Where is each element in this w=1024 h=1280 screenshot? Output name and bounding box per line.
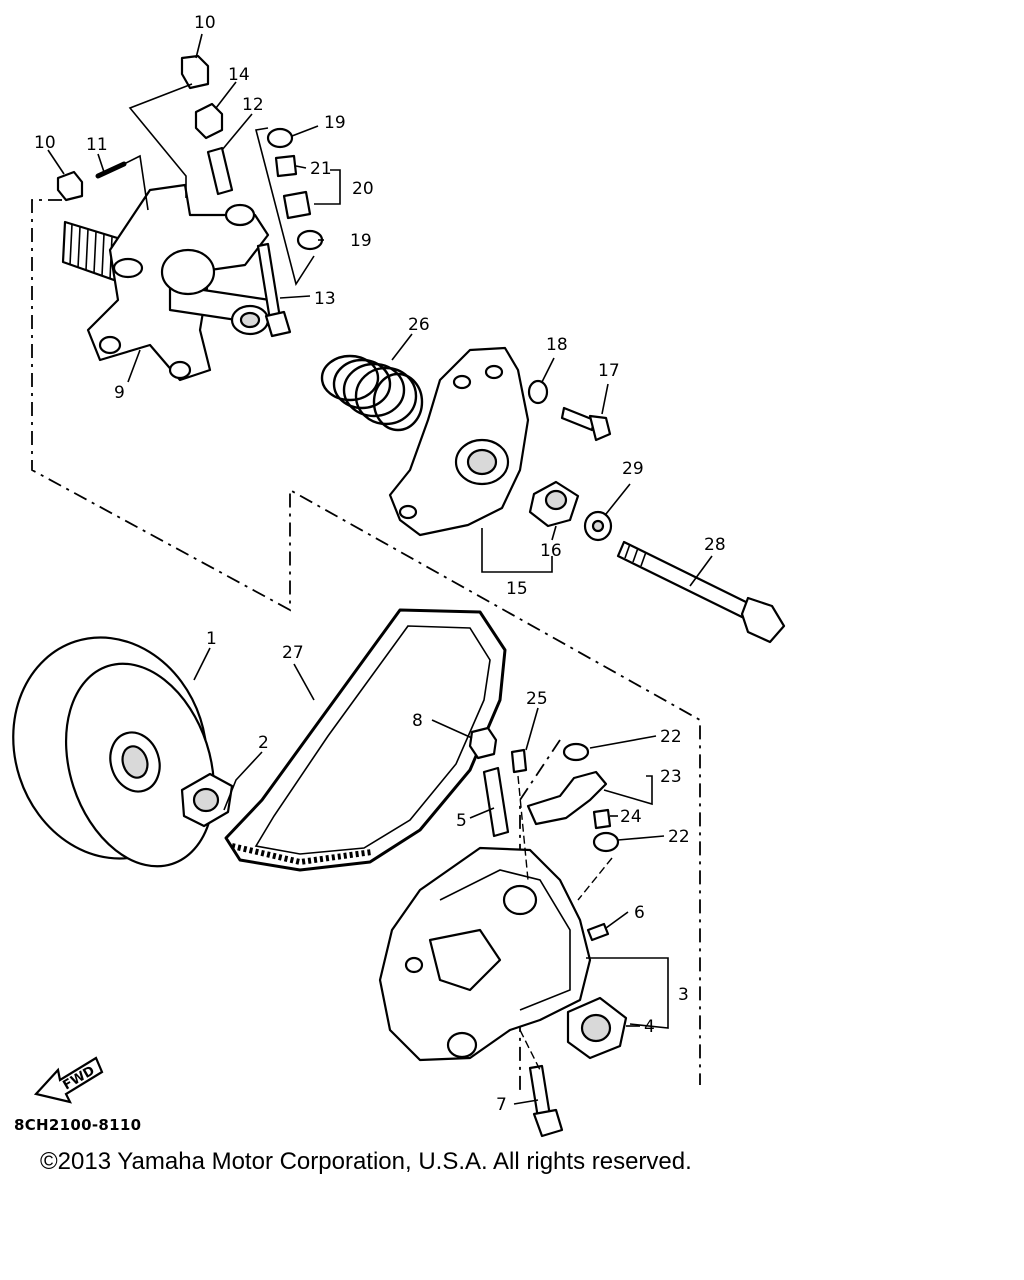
axis-line-6-to-housing xyxy=(577,857,613,901)
screw-part-6 xyxy=(586,922,610,942)
weight-shoe-part-10-left xyxy=(56,170,84,202)
callout-27: 27 xyxy=(282,643,304,663)
callout-20: 20 xyxy=(352,179,374,199)
washer-part-22-bottom xyxy=(592,831,620,853)
callout-21: 21 xyxy=(310,159,332,179)
callout-25: 25 xyxy=(526,689,548,709)
callout-10-top: 10 xyxy=(194,13,216,33)
leader-lines xyxy=(47,33,713,1105)
callout-10-left: 10 xyxy=(34,133,56,153)
bolt-part-28 xyxy=(616,540,786,644)
arm-part-23 xyxy=(526,770,608,826)
bolt-part-17 xyxy=(560,406,612,442)
callout-11: 11 xyxy=(86,135,108,155)
diagram-code: 8CH2100-8110 xyxy=(14,1116,142,1134)
callout-8: 8 xyxy=(412,711,423,731)
pin-part-11 xyxy=(95,161,127,179)
callout-3: 3 xyxy=(678,985,689,1005)
seal-part-4 xyxy=(566,996,628,1060)
callout-1: 1 xyxy=(206,629,217,649)
axis-line-7-to-housing xyxy=(519,1029,541,1071)
callout-5: 5 xyxy=(456,811,467,831)
callout-18: 18 xyxy=(546,335,568,355)
bushing-part-16 xyxy=(528,480,580,528)
callout-17: 17 xyxy=(598,361,620,381)
pin-part-12 xyxy=(206,146,234,196)
bolt-part-13 xyxy=(256,242,292,338)
pin-part-25 xyxy=(510,748,528,774)
bushing-part-21 xyxy=(274,154,298,178)
roller-part-20 xyxy=(282,190,312,220)
copyright-notice: ©2013 Yamaha Motor Corporation, U.S.A. A… xyxy=(40,1148,692,1175)
callout-19-top: 19 xyxy=(324,113,346,133)
callout-12: 12 xyxy=(242,95,264,115)
callout-2: 2 xyxy=(258,733,269,753)
callout-13: 13 xyxy=(314,289,336,309)
collar-part-2 xyxy=(180,772,234,828)
callout-7: 7 xyxy=(496,1095,507,1115)
washer-part-29 xyxy=(583,510,613,542)
spring-part-26 xyxy=(320,354,424,432)
callout-29: 29 xyxy=(622,459,644,479)
callout-22-bottom: 22 xyxy=(668,827,690,847)
callout-6: 6 xyxy=(634,903,645,923)
nut-part-14 xyxy=(194,102,224,140)
callout-28: 28 xyxy=(704,535,726,555)
callout-22-top: 22 xyxy=(660,727,682,747)
roller-part-24 xyxy=(592,808,612,830)
callout-9: 9 xyxy=(114,383,125,403)
axis-line-25-to-housing xyxy=(517,775,529,881)
callout-14: 14 xyxy=(228,65,250,85)
washer-part-18 xyxy=(527,379,549,405)
weight-shoe-part-10-top xyxy=(180,54,210,90)
fixed-sheave-hub xyxy=(61,183,272,382)
forward-arrow-icon: FWD xyxy=(33,1056,104,1104)
nut-part-8 xyxy=(468,726,498,760)
callout-24: 24 xyxy=(620,807,642,827)
callout-15: 15 xyxy=(506,579,528,599)
callout-23: 23 xyxy=(660,767,682,787)
washer-part-19-top xyxy=(266,127,294,149)
pin-part-5 xyxy=(482,766,510,838)
cover-plate-part-15 xyxy=(388,346,530,537)
movable-sheave-part-1 xyxy=(12,636,216,868)
assembly-outline-upper xyxy=(31,199,701,1085)
drive-belt-part-27 xyxy=(224,608,507,872)
callout-4: 4 xyxy=(644,1017,655,1037)
housing-part-3 xyxy=(378,846,592,1062)
callout-16: 16 xyxy=(540,541,562,561)
washer-part-22-top xyxy=(562,742,590,762)
callout-26: 26 xyxy=(408,315,430,335)
callout-19-bottom: 19 xyxy=(350,231,372,251)
